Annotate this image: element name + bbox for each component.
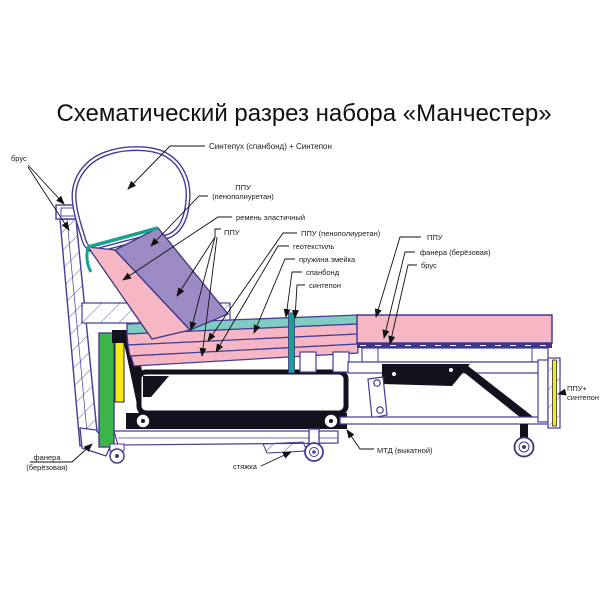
cushion-purple <box>113 227 230 331</box>
layer-pink-3 <box>130 343 359 367</box>
metal-bracket <box>382 364 470 386</box>
right-brus-rail <box>361 347 549 363</box>
label-spanbond: спанбонд <box>306 268 340 277</box>
seat-layers <box>126 312 359 374</box>
metal-bar <box>126 413 347 429</box>
label-remen: ремень эластичный <box>236 213 305 222</box>
center-caster <box>304 428 324 462</box>
label-sintepuh: Синтепух (спанбонд) + Синтепон <box>209 142 332 151</box>
label-ppu-back-1: ППУ <box>235 183 251 192</box>
tie-bar <box>109 430 339 464</box>
label-ppu-plus-2: синтепон <box>567 393 599 402</box>
right-foam-strip <box>552 359 557 427</box>
page-title: Схематический разрез набора «Манчестер» <box>56 100 551 127</box>
foam-yellow-strip <box>114 336 125 403</box>
pullout-bed-frame <box>126 369 349 429</box>
labels: брус Синтепух (спанбонд) + Синтепон ППУ … <box>11 142 599 472</box>
label-pruzhina: пружина змейка <box>299 255 356 264</box>
label-geotekstil: геотекстиль <box>293 242 334 251</box>
label-ppu-seat: ППУ <box>224 228 240 237</box>
label-ppu-plus-1: ППУ+ <box>567 384 588 393</box>
leader-lines <box>27 145 567 467</box>
elastic-belt <box>87 226 159 249</box>
label-sintepon: синтепон <box>309 281 341 290</box>
label-styazhka: стяжка <box>233 462 258 471</box>
label-brus-left: брус <box>11 154 27 163</box>
label-ppu-right: ППУ <box>427 233 443 242</box>
diagonal-support <box>456 366 536 422</box>
birch-plywood-green <box>98 332 115 448</box>
label-fanera-left-1: фанера <box>34 453 62 462</box>
label-fanera-left-2: (берёзовая) <box>26 463 68 472</box>
elastic-strap <box>288 312 295 374</box>
backrest-pillow <box>71 146 191 253</box>
label-ppu-penopoliuretan: ППУ (пенополиуретан) <box>301 229 381 238</box>
pullout-section <box>339 314 561 458</box>
label-ppu-back-2: (пенополиуретан) <box>212 192 274 201</box>
label-fanera-right: фанера (берёзовая) <box>420 248 491 257</box>
label-brus-right: брус <box>421 261 437 270</box>
label-mtd: МТД (выкатной) <box>377 446 433 455</box>
